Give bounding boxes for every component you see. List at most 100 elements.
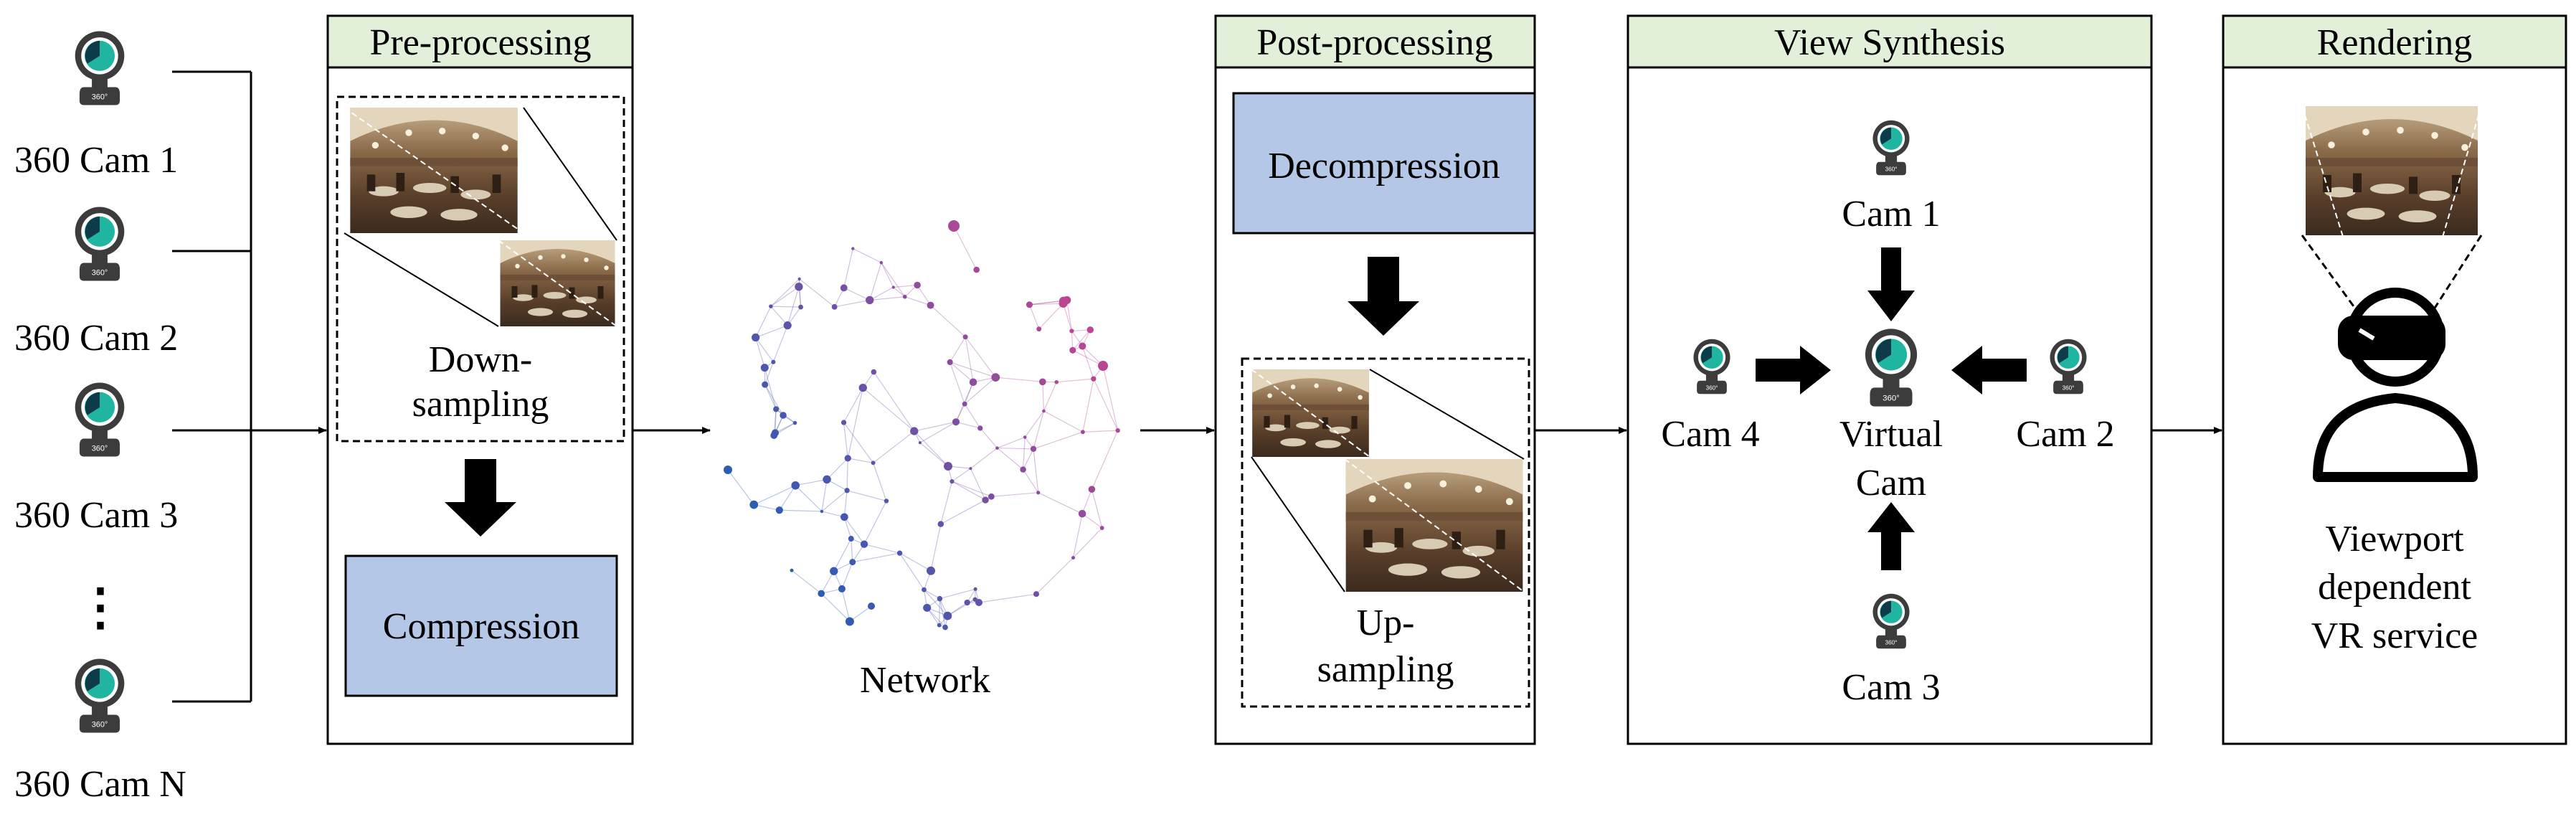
network-node bbox=[1091, 376, 1097, 382]
network-node bbox=[866, 296, 874, 305]
rendering-panel: Rendering Viewport dependent VR service bbox=[2222, 14, 2567, 745]
network-edge bbox=[1081, 346, 1094, 379]
network-node bbox=[751, 333, 760, 342]
network-edge bbox=[995, 377, 1043, 382]
compression-box bbox=[344, 554, 618, 697]
camera-2-label: 360 Cam 2 bbox=[14, 318, 178, 359]
network-edge bbox=[978, 593, 1037, 603]
network-edge bbox=[873, 430, 915, 463]
network-label: Network bbox=[860, 660, 990, 701]
network-node bbox=[1030, 445, 1037, 452]
network-edge bbox=[950, 362, 965, 405]
network-edge bbox=[1028, 304, 1040, 329]
network-edge bbox=[755, 306, 772, 338]
network-edge bbox=[727, 469, 754, 506]
network-node bbox=[771, 359, 776, 364]
network-edge bbox=[869, 262, 882, 301]
network-edge bbox=[919, 442, 949, 467]
network-node bbox=[1086, 326, 1094, 334]
network-edge bbox=[970, 468, 986, 501]
network-edge bbox=[834, 299, 870, 308]
vs-cam4-arrow bbox=[1756, 346, 1831, 395]
rendering-caption-line2: dependent bbox=[2318, 567, 2471, 608]
network-node bbox=[927, 566, 935, 575]
network-edge bbox=[841, 562, 853, 590]
network-edge bbox=[843, 287, 870, 301]
network-edge bbox=[847, 387, 863, 458]
network-edge bbox=[1023, 448, 1034, 470]
network-node bbox=[818, 590, 825, 597]
network-node bbox=[975, 599, 982, 606]
camera-2-icon bbox=[75, 207, 125, 281]
network-edge bbox=[980, 427, 998, 449]
network-edge bbox=[851, 538, 853, 562]
network-node bbox=[831, 303, 838, 310]
upsampling-label-line2: sampling bbox=[1317, 649, 1454, 690]
network-node bbox=[948, 220, 960, 232]
camera-3-label: 360 Cam 3 bbox=[14, 495, 178, 536]
network-node bbox=[902, 294, 907, 299]
network-edge bbox=[770, 286, 800, 307]
network-node bbox=[845, 617, 854, 626]
network-node bbox=[952, 418, 960, 426]
network-edge bbox=[953, 225, 977, 270]
network-edge bbox=[899, 552, 932, 572]
network-node bbox=[1079, 342, 1086, 350]
network-edge bbox=[846, 490, 887, 502]
network-edge bbox=[841, 588, 851, 622]
network-edge bbox=[1082, 379, 1094, 433]
network-edge bbox=[1043, 382, 1057, 412]
camera-1-label: 360 Cam 1 bbox=[14, 140, 178, 181]
network-node bbox=[923, 603, 932, 612]
network-edge bbox=[1066, 300, 1072, 331]
network-node bbox=[844, 488, 850, 493]
network-edge bbox=[754, 504, 780, 511]
network-edge bbox=[843, 490, 848, 517]
network-node bbox=[783, 321, 792, 330]
network-edge bbox=[852, 552, 900, 563]
network-node bbox=[724, 466, 732, 474]
vs-virtual-cam-icon bbox=[1865, 329, 1918, 407]
network-edge bbox=[1043, 410, 1084, 433]
network-edge bbox=[940, 481, 953, 524]
network-edge bbox=[770, 306, 801, 308]
network-edge bbox=[919, 421, 957, 443]
network-edge bbox=[849, 605, 872, 623]
network-edge bbox=[843, 387, 863, 423]
network-edge bbox=[964, 382, 974, 405]
network-edge bbox=[955, 421, 980, 429]
network-node bbox=[1098, 361, 1108, 371]
network-edge bbox=[755, 325, 788, 339]
rendering-title: Rendering bbox=[2317, 22, 2473, 63]
network-node bbox=[943, 611, 952, 620]
network-edge bbox=[1056, 378, 1094, 383]
network-node bbox=[790, 568, 794, 572]
decompression-box bbox=[1232, 92, 1536, 235]
network-node bbox=[844, 455, 851, 462]
network-edge bbox=[863, 501, 887, 544]
network-edge bbox=[1072, 329, 1091, 351]
network-node bbox=[896, 550, 903, 556]
network-node bbox=[1038, 378, 1046, 386]
network-node bbox=[791, 481, 800, 490]
network-edge bbox=[826, 458, 848, 480]
network-edge bbox=[899, 552, 924, 590]
preprocessing-down-arrow bbox=[445, 459, 516, 537]
network-node bbox=[1069, 346, 1076, 354]
network-node bbox=[995, 446, 999, 450]
network-edge bbox=[1102, 365, 1119, 431]
network-edge bbox=[755, 337, 774, 363]
network-node bbox=[942, 624, 948, 630]
network-edge bbox=[779, 485, 796, 511]
camera-n-icon bbox=[75, 658, 125, 733]
network-node bbox=[977, 425, 983, 431]
network-edge bbox=[970, 448, 998, 469]
network-edge bbox=[821, 479, 828, 512]
network-edge bbox=[1093, 378, 1119, 431]
network-node bbox=[773, 406, 780, 412]
rendering-caption-line1: Viewport bbox=[2325, 519, 2464, 559]
network-edge bbox=[1029, 301, 1064, 306]
network-node bbox=[910, 427, 919, 435]
network-node bbox=[884, 499, 889, 504]
network-edge bbox=[914, 421, 957, 432]
